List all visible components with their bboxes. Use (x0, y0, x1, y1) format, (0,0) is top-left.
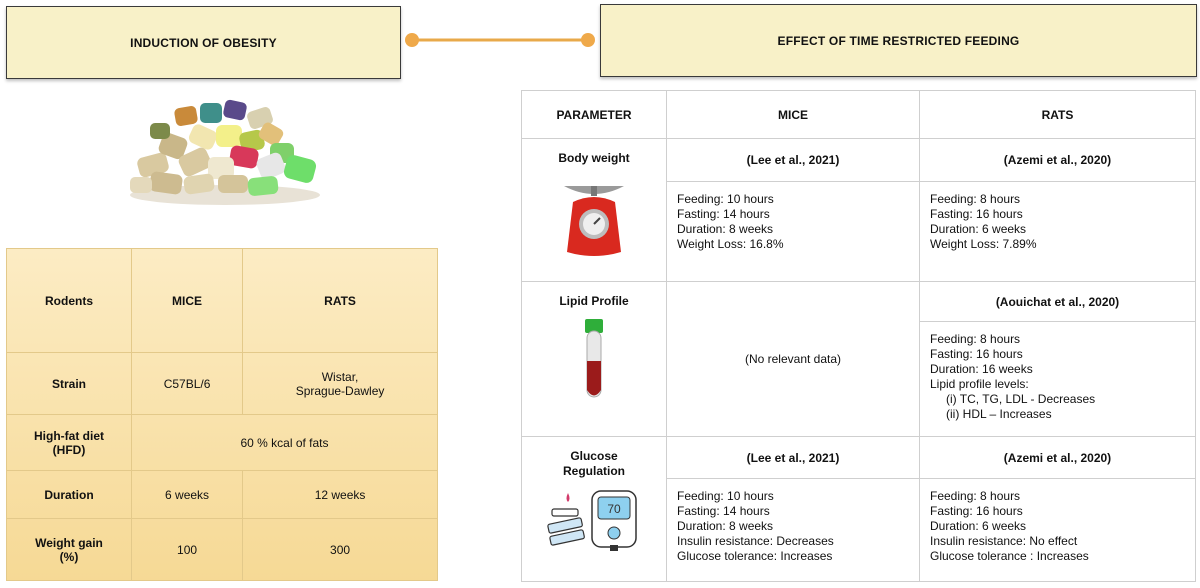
glu-mice-line: Insulin resistance: Decreases (677, 534, 834, 549)
effect-of-trf-banner: EFFECT OF TIME RESTRICTED FEEDING (600, 4, 1197, 77)
rats-strain-line2: Sprague-Dawley (295, 383, 385, 398)
glu-rats-line: Glucose tolerance : Increases (930, 549, 1089, 564)
glu-rats-line: Insulin resistance: No effect (930, 534, 1078, 549)
detail-mice-glucose: Feeding: 10 hours Fasting: 14 hours Dura… (666, 478, 920, 582)
kitchen-scale-icon (564, 186, 624, 257)
bw-mice-line: Feeding: 10 hours (677, 191, 774, 206)
param-glucose-regulation: Glucose Regulation 70 (521, 436, 667, 582)
cell-mice-weight-gain: 100 (130, 518, 244, 581)
induction-of-obesity-banner: INDUCTION OF OBESITY (6, 6, 401, 79)
cell-rats-weight-gain: 300 (242, 518, 438, 581)
param-label-body-weight: Body weight (558, 151, 630, 166)
param-label-lipid-profile: Lipid Profile (559, 294, 629, 309)
col-header-rodents: Rodents (6, 248, 132, 353)
rodent-chow-pellets-illustration (130, 99, 320, 205)
cell-mice-lipid-nodata: (No relevant data) (666, 281, 920, 438)
glu-mice-line: Duration: 8 weeks (677, 519, 774, 534)
glu-mice-line: Fasting: 14 hours (677, 504, 770, 519)
glu-rats-line: Feeding: 8 hours (930, 489, 1021, 504)
cell-mice-duration: 6 weeks (130, 470, 244, 519)
trf-effect-table: PARAMETER MICE RATS Body weight (Lee et … (521, 89, 1196, 582)
connector-dot-left (405, 33, 419, 47)
rats-strain-line1: Wistar, (321, 369, 359, 384)
connector-dot-right (581, 33, 595, 47)
detail-mice-body-weight: Feeding: 10 hours Fasting: 14 hours Dura… (666, 180, 920, 283)
bw-rats-line: Weight Loss: 7.89% (930, 236, 1037, 251)
bw-rats-line: Duration: 6 weeks (930, 221, 1027, 236)
weight-gain-label-line2: (%) (59, 549, 79, 564)
hfd-label-line2: (HFD) (52, 442, 86, 457)
bw-mice-line: Fasting: 14 hours (677, 206, 770, 221)
ref-mice-glucose: (Lee et al., 2021) (666, 436, 920, 480)
meter-readout: 70 (607, 502, 621, 516)
detail-rats-body-weight: Feeding: 8 hours Fasting: 16 hours Durat… (919, 180, 1196, 283)
ref-rats-lipid: (Aouichat et al., 2020) (919, 281, 1196, 323)
bw-rats-line: Feeding: 8 hours (930, 191, 1021, 206)
ref-rats-glucose: (Azemi et al., 2020) (919, 436, 1196, 480)
glucose-label-line1: Glucose (570, 449, 618, 464)
connector-line (405, 33, 595, 47)
cell-hfd-both: 60 % kcal of fats (131, 414, 438, 471)
col-header-rats: RATS (242, 248, 438, 353)
lipid-rats-subline: (i) TC, TG, LDL - Decreases (946, 392, 1096, 407)
col-header-rats: RATS (919, 89, 1196, 140)
cell-rats-duration: 12 weeks (242, 470, 438, 519)
col-header-parameter: PARAMETER (521, 89, 667, 140)
ref-rats-body-weight: (Azemi et al., 2020) (919, 138, 1196, 182)
col-header-mice: MICE (130, 248, 244, 353)
glu-mice-line: Feeding: 10 hours (677, 489, 774, 504)
lipid-rats-line: Lipid profile levels: (930, 377, 1029, 392)
param-body-weight: Body weight (521, 138, 667, 283)
ref-mice-body-weight: (Lee et al., 2021) (666, 138, 920, 182)
row-label-weight-gain: Weight gain (%) (6, 518, 132, 581)
glu-mice-line: Glucose tolerance: Increases (677, 549, 833, 564)
param-lipid-profile: Lipid Profile (521, 281, 667, 438)
weight-gain-label-line1: Weight gain (35, 535, 103, 550)
row-label-duration: Duration (6, 470, 132, 519)
glu-rats-line: Fasting: 16 hours (930, 504, 1023, 519)
glucose-label-line2: Regulation (563, 464, 625, 479)
cell-rats-strain: Wistar, Sprague-Dawley (242, 352, 438, 415)
obesity-induction-table: Rodents MICE RATS Strain C57BL/6 Wistar,… (6, 248, 438, 581)
glucometer-icon: 70 (547, 490, 637, 552)
col-header-mice: MICE (666, 89, 920, 140)
row-label-strain: Strain (6, 352, 132, 415)
detail-rats-glucose: Feeding: 8 hours Fasting: 16 hours Durat… (919, 478, 1196, 582)
blood-tube-icon (585, 319, 603, 398)
bw-mice-line: Duration: 8 weeks (677, 221, 774, 236)
cell-mice-strain: C57BL/6 (130, 352, 244, 415)
param-label-glucose-regulation: Glucose Regulation (522, 449, 666, 479)
lipid-rats-line: Fasting: 16 hours (930, 347, 1023, 362)
detail-rats-lipid: Feeding: 8 hours Fasting: 16 hours Durat… (919, 321, 1196, 438)
glu-rats-line: Duration: 6 weeks (930, 519, 1027, 534)
banner-title-left: INDUCTION OF OBESITY (130, 35, 277, 50)
lipid-rats-line: Feeding: 8 hours (930, 332, 1021, 347)
hfd-label-line1: High-fat diet (34, 428, 104, 443)
bw-mice-line: Weight Loss: 16.8% (677, 236, 784, 251)
lipid-rats-subline: (ii) HDL – Increases (946, 407, 1052, 422)
bw-rats-line: Fasting: 16 hours (930, 206, 1023, 221)
banner-title-right: EFFECT OF TIME RESTRICTED FEEDING (777, 33, 1020, 48)
row-label-hfd: High-fat diet (HFD) (6, 414, 132, 471)
lipid-rats-line: Duration: 16 weeks (930, 362, 1033, 377)
